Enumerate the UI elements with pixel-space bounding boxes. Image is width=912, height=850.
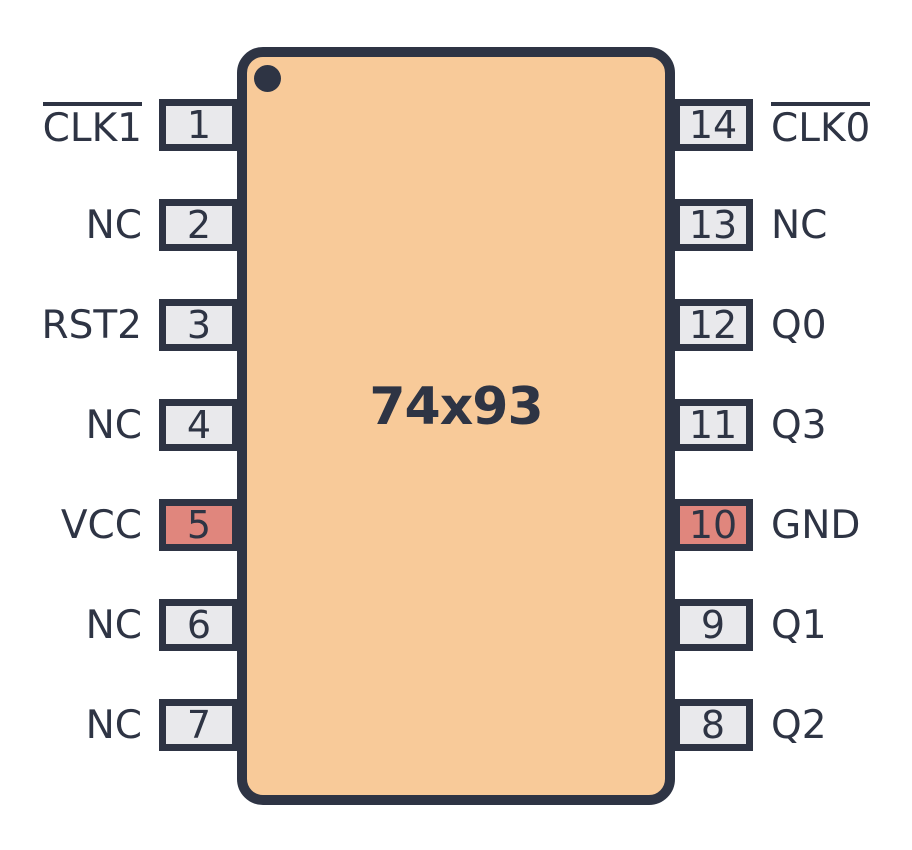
pin-9-label: Q1 (771, 602, 827, 648)
pin-14-number-box: 14 (673, 99, 753, 151)
pin-row-2: NC 2 (0, 199, 239, 251)
pin-8-label: Q2 (771, 702, 827, 748)
pin-row-9: 9 Q1 (673, 599, 912, 651)
pin-3-label: RST2 (41, 302, 143, 348)
chip-title: 74x93 (369, 377, 543, 437)
pin-14-number: 14 (688, 103, 738, 147)
pin-9-number: 9 (700, 603, 726, 647)
pin-row-13: 13 NC (673, 199, 912, 251)
pin-6-number: 6 (186, 603, 212, 647)
pin-12-label: Q0 (771, 302, 827, 348)
pin-11-number-box: 11 (673, 399, 753, 451)
pin-2-number-box: 2 (159, 199, 239, 251)
pin-row-3: RST2 3 (0, 299, 239, 351)
chip-body (237, 47, 675, 805)
pin-8-number-box: 8 (673, 699, 753, 751)
pin-row-6: NC 6 (0, 599, 239, 651)
pin-13-number: 13 (688, 203, 738, 247)
pin1-indicator-dot (254, 65, 281, 92)
pin-row-14: 14 CLK0 (673, 99, 912, 151)
pin-row-1: CLK1 1 (0, 99, 239, 151)
pin-1-number-box: 1 (159, 99, 239, 151)
pin-1-label: CLK1 (0, 99, 159, 151)
pin-row-7: NC 7 (0, 699, 239, 751)
pin-row-8: 8 Q2 (673, 699, 912, 751)
pin-row-10: 10 GND (673, 499, 912, 551)
pin-11-number: 11 (688, 403, 738, 447)
pin-1-number: 1 (186, 103, 212, 147)
pin-9-number-box: 9 (673, 599, 753, 651)
pin-12-number-box: 12 (673, 299, 753, 351)
pin-8-number: 8 (700, 703, 726, 747)
pin-4-number: 4 (186, 403, 212, 447)
pin-10-number: 10 (688, 503, 738, 547)
pin-7-number-box: 7 (159, 699, 239, 751)
pin-7-number: 7 (186, 703, 212, 747)
pin-5-label: VCC (60, 502, 142, 548)
pin-2-label: NC (85, 202, 142, 248)
pin-3-number-box: 3 (159, 299, 239, 351)
pin-13-label: NC (771, 202, 828, 248)
pin-10-number-box: 10 (673, 499, 753, 551)
pin-12-number: 12 (688, 303, 738, 347)
pin-3-number: 3 (186, 303, 212, 347)
pin-14-label: CLK0 (753, 99, 912, 151)
pin-row-5: VCC 5 (0, 499, 239, 551)
pin-13-number-box: 13 (673, 199, 753, 251)
pin-6-number-box: 6 (159, 599, 239, 651)
pin-11-label: Q3 (771, 402, 827, 448)
pin-4-number-box: 4 (159, 399, 239, 451)
pin-5-number: 5 (186, 503, 212, 547)
pin-7-label: NC (85, 702, 142, 748)
pin-6-label: NC (85, 602, 142, 648)
pin-row-12: 12 Q0 (673, 299, 912, 351)
pin-row-4: NC 4 (0, 399, 239, 451)
pin-10-label: GND (771, 502, 861, 548)
pin-row-11: 11 Q3 (673, 399, 912, 451)
pin-2-number: 2 (186, 203, 212, 247)
pin-4-label: NC (85, 402, 142, 448)
pin-5-number-box: 5 (159, 499, 239, 551)
